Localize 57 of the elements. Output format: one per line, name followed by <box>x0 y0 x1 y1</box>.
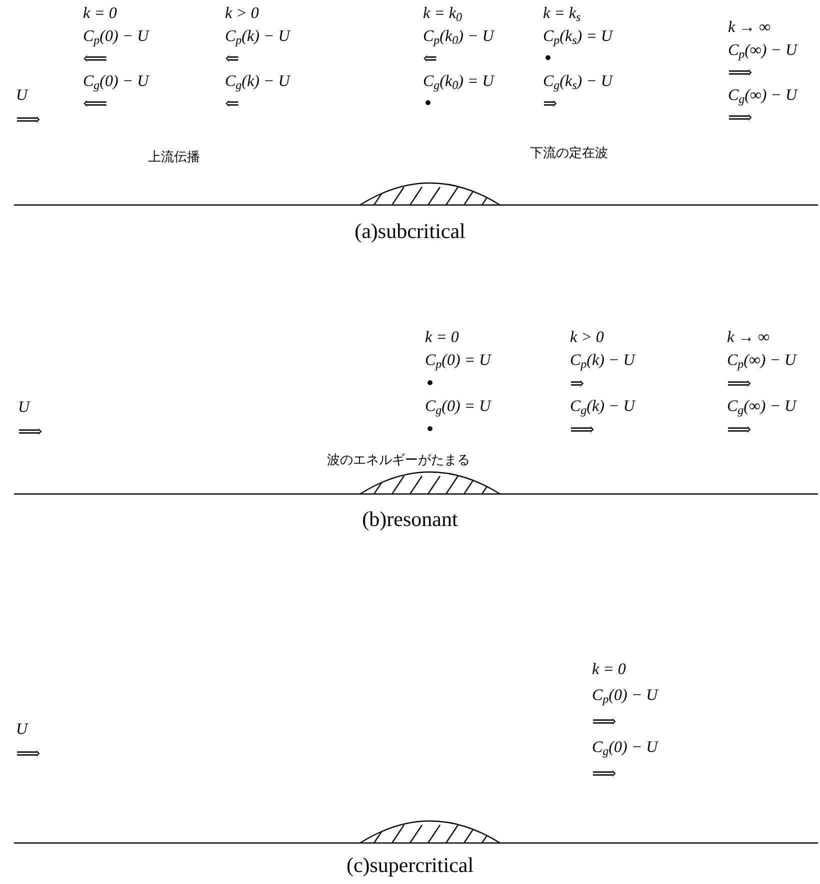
math-label: C$_{p}$(0) − U <box>83 26 149 46</box>
math-label: C$_{p}$(k$_{0}$) − U <box>423 26 494 46</box>
direction-symbol: ⇐ <box>225 94 240 116</box>
direction-symbol: ⇒ <box>543 94 558 116</box>
direction-symbol: ⟹ <box>592 712 616 734</box>
math-label: k = 0 <box>592 660 626 680</box>
direction-symbol: ⟸ <box>83 94 108 116</box>
direction-symbol: ⟹ <box>727 374 752 396</box>
math-label: C$_{g}$(k$_{0}$) = U <box>423 72 494 92</box>
math-label: C$_{p}$(k$_{s}$) = U <box>543 26 612 46</box>
direction-symbol: ⟹ <box>570 420 594 442</box>
math-label: C$_{g}$(k$_{s}$) − U <box>543 72 612 92</box>
math-label: C$_{p}$(0) = U <box>425 351 491 371</box>
direction-symbol: ⟹ <box>728 108 752 130</box>
math-label: U <box>16 86 28 106</box>
math-label: C$_{g}$(k) − U <box>225 72 290 92</box>
direction-symbol: ⟹ <box>16 110 40 132</box>
math-label: k > 0 <box>570 328 604 348</box>
math-label: C$_{p}$(∞) − U <box>727 351 796 371</box>
direction-symbol: • <box>543 49 554 70</box>
math-label: C$_{g}$(0) = U <box>425 397 491 417</box>
annotation-text: 上流伝播 <box>148 150 200 166</box>
panel-caption: (b)resonant <box>362 506 458 532</box>
math-label: k = k$_{s}$ <box>543 4 581 24</box>
math-label: k = k$_{0}$ <box>423 4 462 24</box>
math-label: k → ∞ <box>728 18 771 38</box>
math-label: C$_{g}$(∞) − U <box>728 86 798 106</box>
direction-symbol: ⟹ <box>592 764 616 786</box>
direction-symbol: ⟹ <box>728 63 752 84</box>
math-label: C$_{p}$(k) − U <box>570 351 635 371</box>
math-label: k → ∞ <box>727 328 770 348</box>
direction-symbol: ⇐ <box>225 49 240 70</box>
direction-symbol: ⟹ <box>18 422 42 444</box>
direction-symbol: • <box>425 374 436 396</box>
math-label: k = 0 <box>425 328 459 348</box>
annotation-text: 波のエネルギーがたまる <box>327 453 470 470</box>
math-label: k > 0 <box>225 4 259 24</box>
math-label: C$_{p}$(0) − U <box>592 686 658 706</box>
math-label: C$_{g}$(0) − U <box>592 738 658 758</box>
annotation-text: 下流の定在波 <box>530 146 608 162</box>
panel-caption: (a)subcritical <box>354 218 466 244</box>
math-label: C$_{p}$(∞) − U <box>728 40 798 60</box>
math-label: k = 0 <box>83 4 117 24</box>
math-label: C$_{g}$(∞) − U <box>727 397 796 417</box>
math-label: U <box>18 398 30 418</box>
direction-symbol: • <box>423 94 434 116</box>
math-label: C$_{g}$(k) − U <box>570 397 635 417</box>
panel-caption: (c)supercritical <box>346 852 474 878</box>
direction-symbol: ⟹ <box>16 744 40 766</box>
direction-symbol: ⟹ <box>727 420 752 442</box>
direction-symbol: • <box>425 420 436 442</box>
math-label: U <box>16 720 28 740</box>
math-label: C$_{p}$(k) − U <box>225 26 290 46</box>
direction-symbol: ⇒ <box>570 374 584 396</box>
direction-symbol: ⇐ <box>423 49 438 70</box>
direction-symbol: ⟸ <box>83 49 108 70</box>
math-label: C$_{g}$(0) − U <box>83 72 149 92</box>
